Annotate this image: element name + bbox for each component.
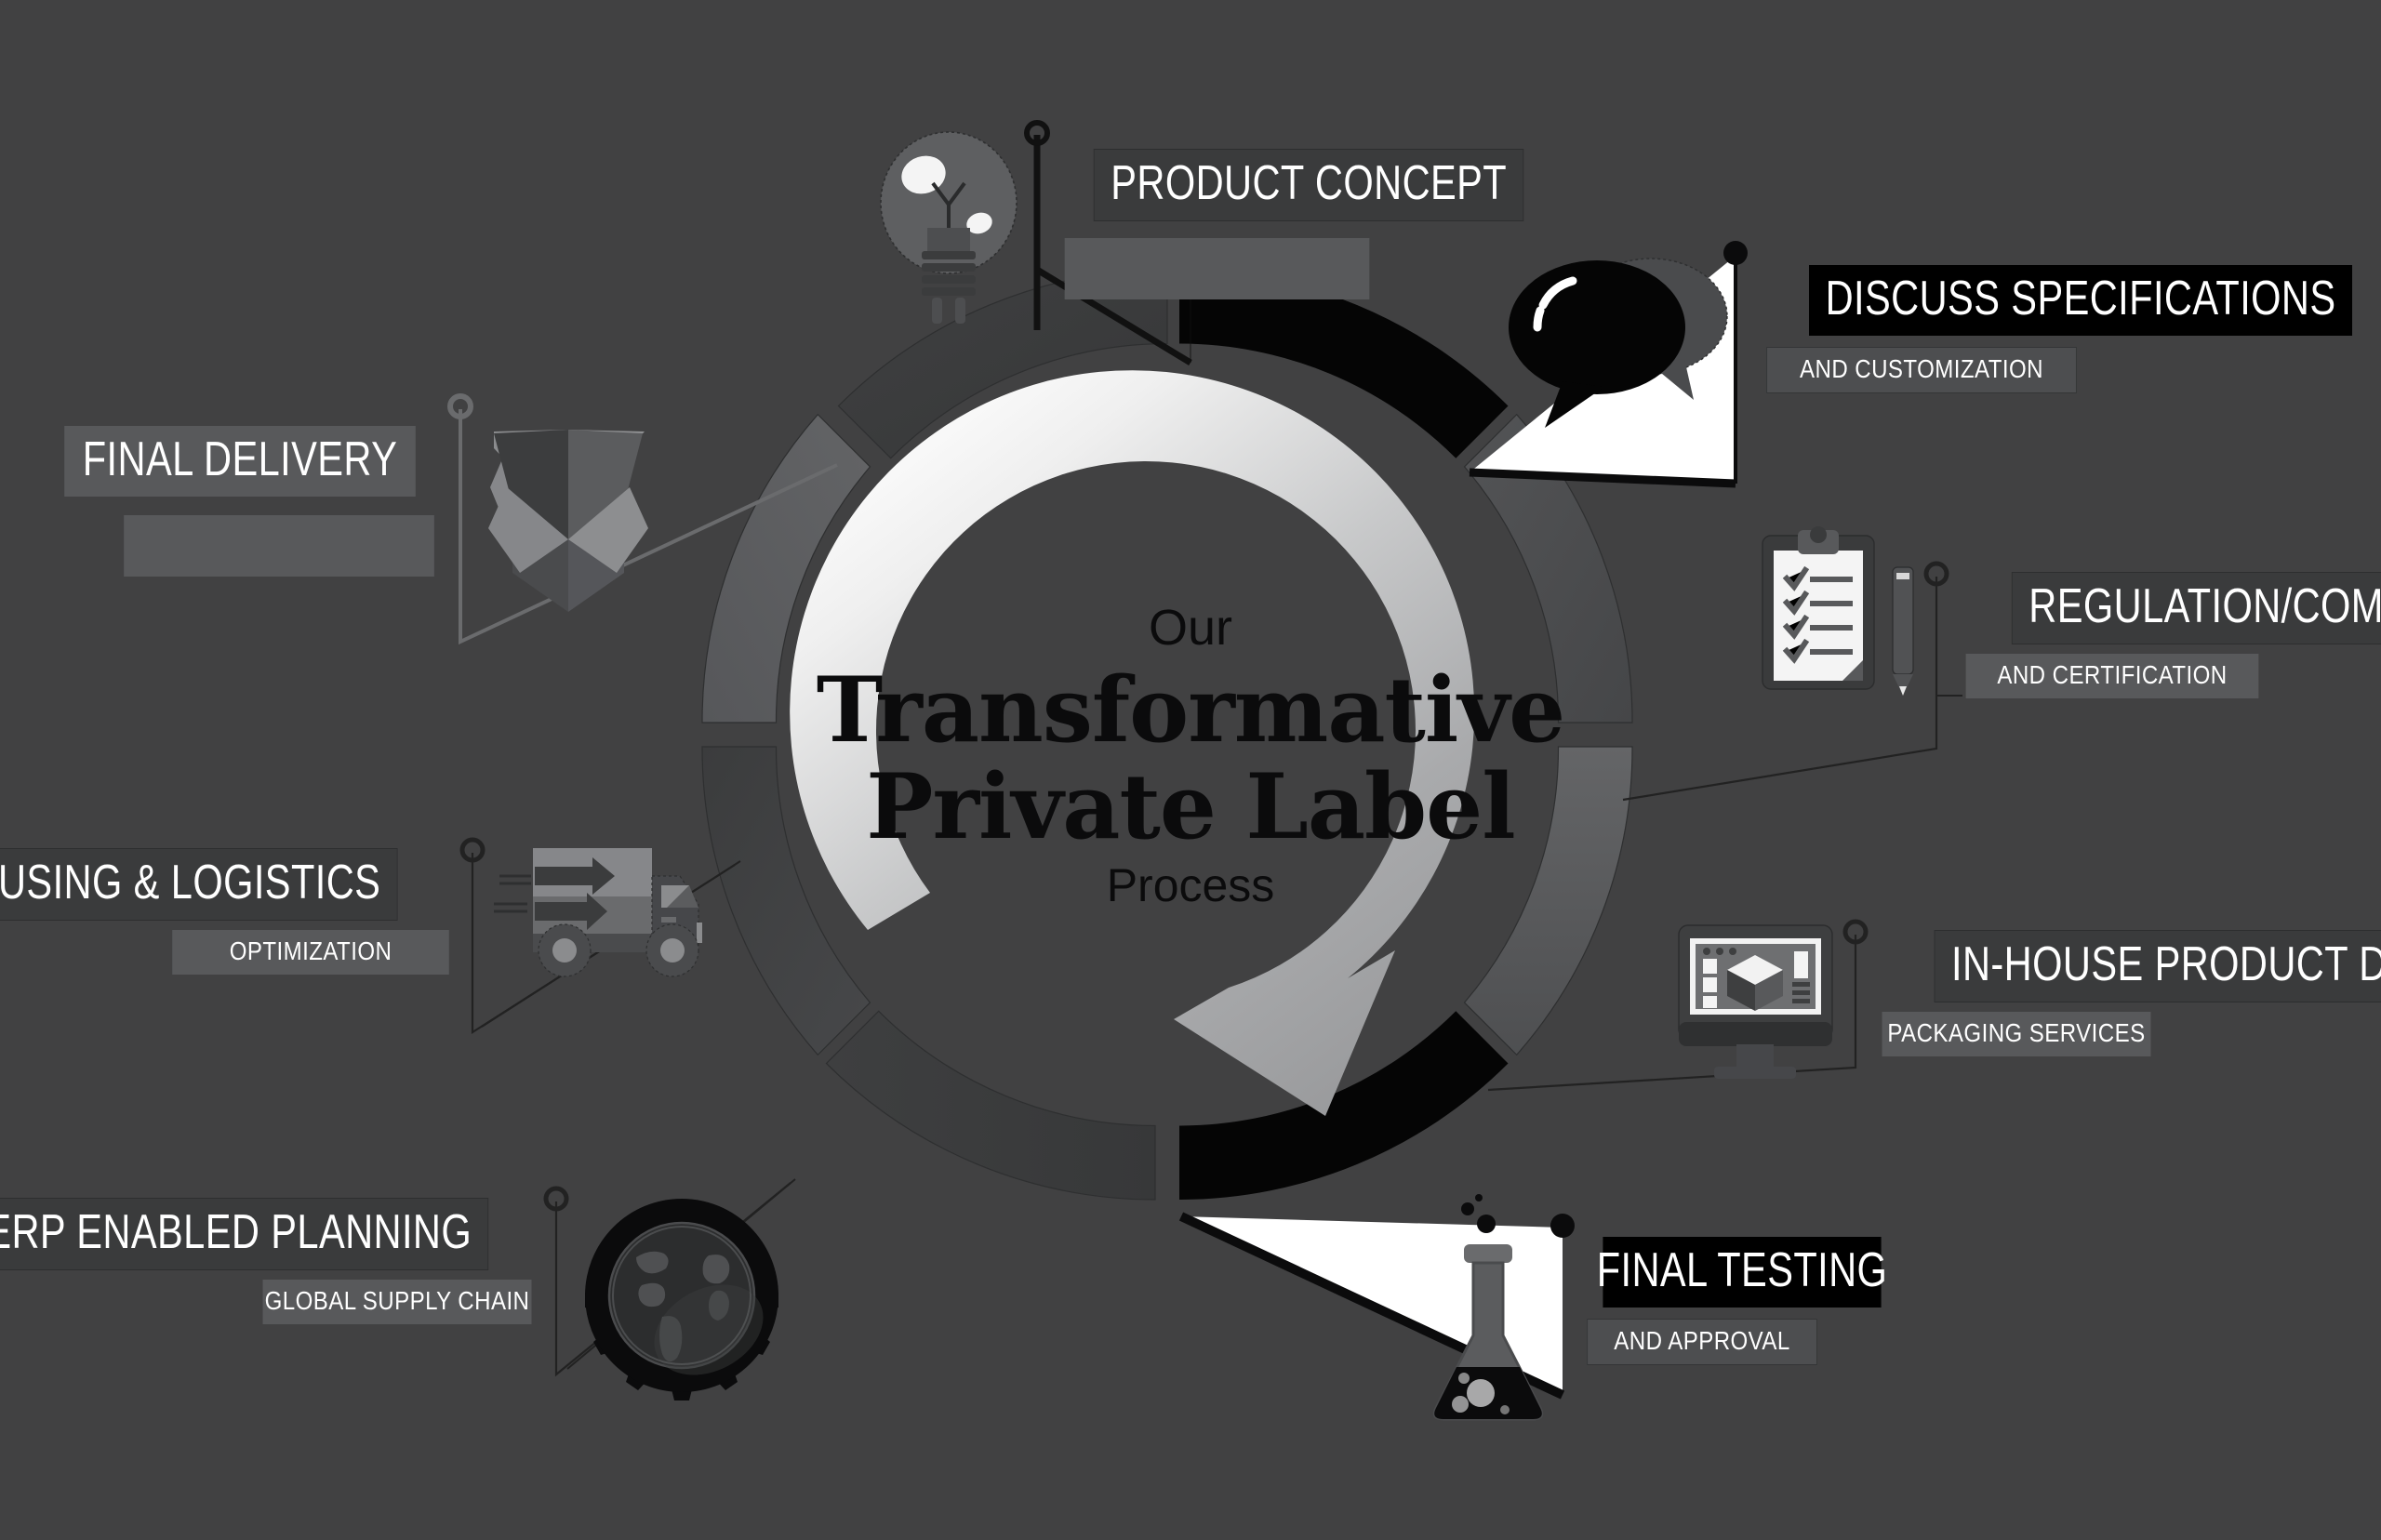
ring-segment-2 [1179,270,1509,458]
in-house-product-design-subtitle: PACKAGING SERVICES [1882,1012,2151,1056]
ring-segment-3 [1463,413,1633,724]
connector-in-house-product-design [1487,919,1869,1092]
motion-lines [494,874,531,913]
speech-bubble-front [1509,260,1685,428]
ring-segment-8 [701,413,871,724]
ring-segment-6 [825,1010,1156,1201]
connector-regulation-compliance [1622,561,1962,802]
clipboard-checklist-icon [1762,526,1914,696]
step-regulation-compliance[interactable]: REGULATION/COMPLIANCE AND CERTIFICATION [1942,572,2381,698]
step-final-testing[interactable]: FINAL TESTING AND APPROVAL [1568,1237,1959,1365]
center-title-block: Our Transformative Private Label Process [772,603,1609,909]
final-delivery-title: FINAL DELIVERY [64,426,416,497]
step-in-house-product-design[interactable]: IN-HOUSE PRODUCT DESIGN PACKAGING SERVIC… [1860,930,2381,1056]
product-concept-title: PRODUCT CONCEPT [1093,149,1524,221]
ring-segment-1 [837,269,1168,459]
pencil-icon [1892,566,1914,696]
discuss-specifications-subtitle: AND CUSTOMIZATION [1766,347,2077,393]
product-concept-subtitle [1064,238,1370,299]
warehousing-logistics-subtitle: OPTIMIZATION [172,930,449,975]
in-house-product-design-title: IN-HOUSE PRODUCT DESIGN [1934,930,2381,1002]
final-testing-subtitle: AND APPROVAL [1587,1319,1817,1365]
speech-bubbles-icon [1509,258,1728,428]
ring-segment-4 [1463,746,1633,1056]
flask-icon [1432,1194,1544,1421]
warehousing-logistics-title: WAREHOUSING & LOGISTICS [0,848,398,921]
center-title-1: Transformative [816,657,1565,763]
ring-segment-7 [701,746,871,1056]
globe-gear-icon [585,1199,778,1401]
center-pretitle: Our [1148,600,1233,656]
regulation-compliance-subtitle: AND CERTIFICATION [1965,654,2259,698]
ring-outer-segments [701,269,1633,1201]
globe-continents [636,1251,730,1362]
discuss-specifications-title: DISCUSS SPECIFICATIONS [1809,265,2353,336]
final-delivery-subtitle [124,515,434,577]
step-product-concept[interactable]: PRODUCT CONCEPT [1040,149,1524,299]
center-title-2: Private Label [866,753,1515,859]
open-box-icon [488,430,648,612]
step-final-delivery[interactable]: FINAL DELIVERY [20,426,459,577]
truck-arrows [535,857,615,930]
step-warehousing-logistics[interactable]: WAREHOUSING & LOGISTICS OPTIMIZATION [0,848,472,975]
regulation-compliance-title: REGULATION/COMPLIANCE [2011,572,2381,644]
ring-segment-5 [1179,1011,1509,1200]
lightbulb-icon [880,131,1018,324]
design-monitor-icon [1678,924,1833,1079]
delivery-truck-icon [494,848,702,977]
connector-final-delivery [447,393,838,645]
erp-enabled-planning-subtitle: GLOBAL SUPPLY CHAIN [262,1280,532,1324]
final-testing-title: FINAL TESTING [1597,1237,1887,1308]
step-erp-enabled-planning[interactable]: ERP ENABLED PLANNING GLOBAL SUPPLY CHAIN [0,1198,553,1324]
cube-3d-icon [1727,955,1783,1011]
erp-enabled-planning-title: ERP ENABLED PLANNING [0,1198,489,1270]
center-posttitle: Process [1106,859,1275,912]
step-discuss-specifications[interactable]: DISCUSS SPECIFICATIONS AND CUSTOMIZATION [1741,265,2353,393]
